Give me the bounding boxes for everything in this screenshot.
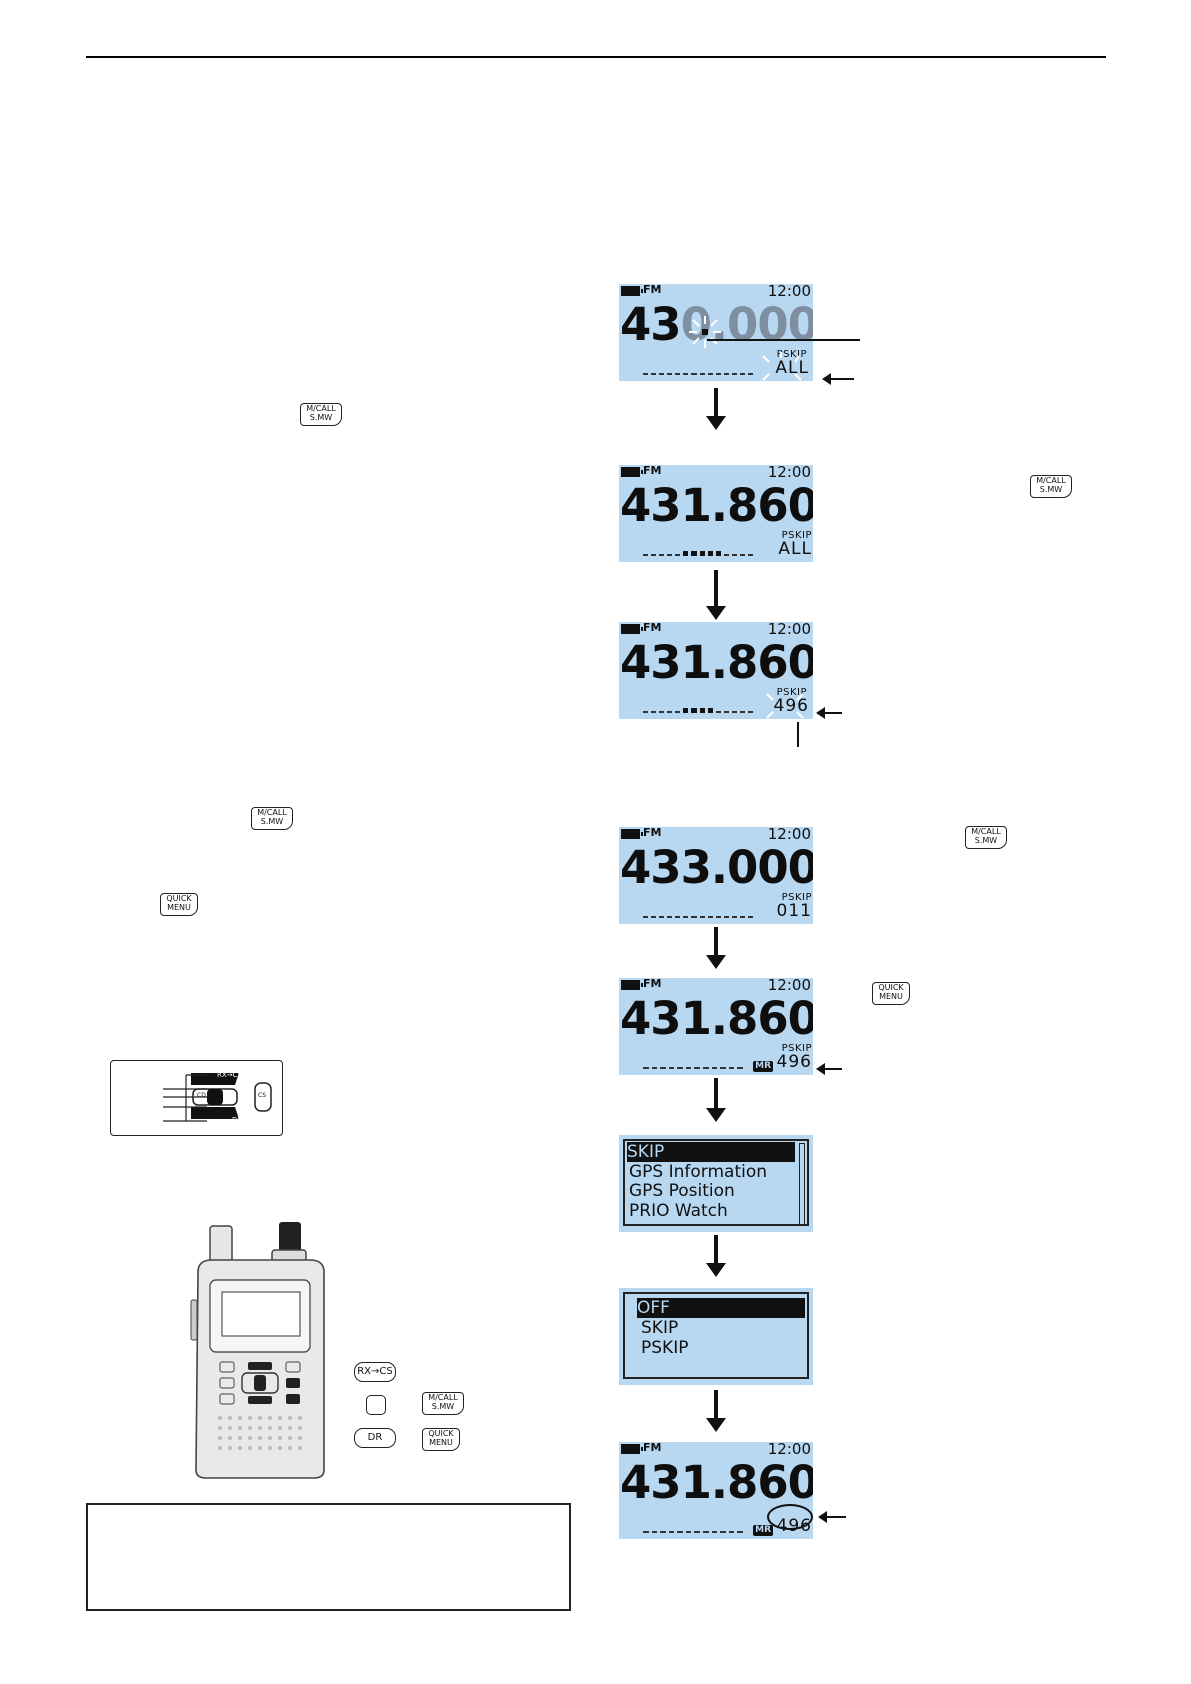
pointer-arrow: [818, 1511, 846, 1523]
mr-badge: MR: [753, 1525, 773, 1536]
skip-label: PSKIP: [781, 530, 812, 541]
s-meter: [643, 1065, 743, 1069]
transceiver-illustration: [180, 1220, 340, 1482]
highlight-ellipse: [767, 1504, 813, 1530]
s-meter: [643, 371, 754, 375]
skip-value: 496: [776, 1052, 812, 1072]
battery-icon: [621, 286, 643, 296]
flow-arrow: [706, 927, 726, 969]
flow-arrow: [706, 570, 726, 620]
option-item[interactable]: OFF: [637, 1298, 805, 1318]
menu-item[interactable]: GPS Position: [629, 1181, 735, 1201]
battery-icon: [621, 980, 643, 990]
mr-badge: MR: [753, 1061, 773, 1072]
skip-option-list: OFF SKIP PSKIP: [623, 1292, 809, 1379]
cd-key-label: CD: [197, 1092, 206, 1099]
battery-icon: [621, 624, 643, 634]
mode-label: FM: [643, 465, 662, 477]
lcd-screen-4: FM 12:00 433.000 PSKIP 011: [619, 827, 813, 924]
blink-marks: [689, 316, 802, 381]
s-meter: [643, 1529, 743, 1533]
frequency: 433.000: [620, 841, 813, 894]
rxcs-key-label: RX→CS: [217, 1071, 242, 1079]
frequency: 430.000: [620, 298, 813, 351]
keypad-detail-drawing: [163, 1073, 272, 1122]
pointer-arrow: [816, 1063, 842, 1075]
lcd-screen-5: FM 12:00 431.860 PSKIP MR 496: [619, 978, 813, 1075]
lcd-screen-6: FM 12:00 431.860 MR 496: [619, 1442, 813, 1539]
frequency: 431.860: [620, 636, 813, 689]
lcd-screen-1: FM 12:00 430.000 PSKIP ALL: [619, 284, 813, 381]
flow-arrow: [706, 1078, 726, 1122]
s-meter: [643, 551, 754, 556]
header-rule: [86, 56, 1106, 58]
menu-item[interactable]: GPS Information: [629, 1162, 768, 1182]
lcd-screen-2: FM 12:00 431.860 PSKIP ALL: [619, 465, 813, 562]
mode-label: FM: [643, 827, 662, 839]
clock: 12:00: [767, 978, 811, 994]
skip-value: 496: [773, 696, 809, 716]
lcd-screen-3: FM 12:00 431.860 PSKIP 496: [619, 622, 813, 719]
pointer-up: [797, 722, 799, 747]
clock: 12:00: [767, 1442, 811, 1458]
clock: 12:00: [767, 284, 811, 300]
option-item[interactable]: SKIP: [641, 1318, 679, 1338]
clock: 12:00: [767, 622, 811, 638]
pointer-arrow: [822, 373, 854, 385]
quick-menu-list: SKIP GPS Information GPS Position PRIO W…: [623, 1139, 809, 1226]
frequency: 431.860: [620, 1456, 813, 1509]
mode-label: FM: [643, 622, 662, 634]
skip-label: PSKIP: [781, 892, 812, 903]
menu-item[interactable]: SKIP: [627, 1142, 795, 1162]
flow-arrow: [706, 1390, 726, 1432]
s-meter: [643, 914, 754, 918]
rxcs-key-icon: RX→CS: [354, 1362, 396, 1382]
frequency: 431.860: [620, 479, 813, 532]
pointer-line: [707, 339, 860, 341]
quick-menu-screen: SKIP GPS Information GPS Position PRIO W…: [619, 1135, 813, 1232]
battery-icon: [621, 467, 643, 477]
option-item[interactable]: PSKIP: [641, 1338, 689, 1358]
skip-label: PSKIP: [781, 1043, 812, 1054]
skip-value: ALL: [775, 358, 809, 378]
cs-key-label: CS: [258, 1092, 266, 1099]
flow-arrow: [706, 388, 726, 430]
frequency: 431.860: [620, 992, 813, 1045]
dr-key-icon: DR: [354, 1428, 396, 1448]
mode-label: FM: [643, 1442, 662, 1454]
battery-icon: [621, 829, 643, 839]
note-box: [86, 1503, 571, 1611]
skip-option-screen: OFF SKIP PSKIP: [619, 1288, 813, 1385]
transceiver-drawing: [190, 1222, 325, 1479]
pointer-arrow: [816, 707, 842, 719]
skip-value: 011: [776, 901, 812, 921]
flow-arrow: [706, 1235, 726, 1277]
skip-label: PSKIP: [776, 687, 807, 698]
center-key-icon: [366, 1395, 386, 1415]
mode-label: FM: [643, 284, 662, 296]
clock: 12:00: [767, 827, 811, 843]
menu-item[interactable]: PRIO Watch: [629, 1201, 728, 1221]
blink-marks: [766, 693, 804, 719]
skip-value: ALL: [778, 539, 812, 559]
dr-key-label: DR: [232, 1116, 243, 1124]
scrollbar[interactable]: [799, 1143, 805, 1225]
s-meter: [643, 708, 754, 713]
battery-icon: [621, 1444, 643, 1454]
skip-label: PSKIP: [776, 349, 807, 360]
keypad-detail: RX→CS DR CS CD: [110, 1060, 283, 1136]
mode-label: FM: [643, 978, 662, 990]
clock: 12:00: [767, 465, 811, 481]
